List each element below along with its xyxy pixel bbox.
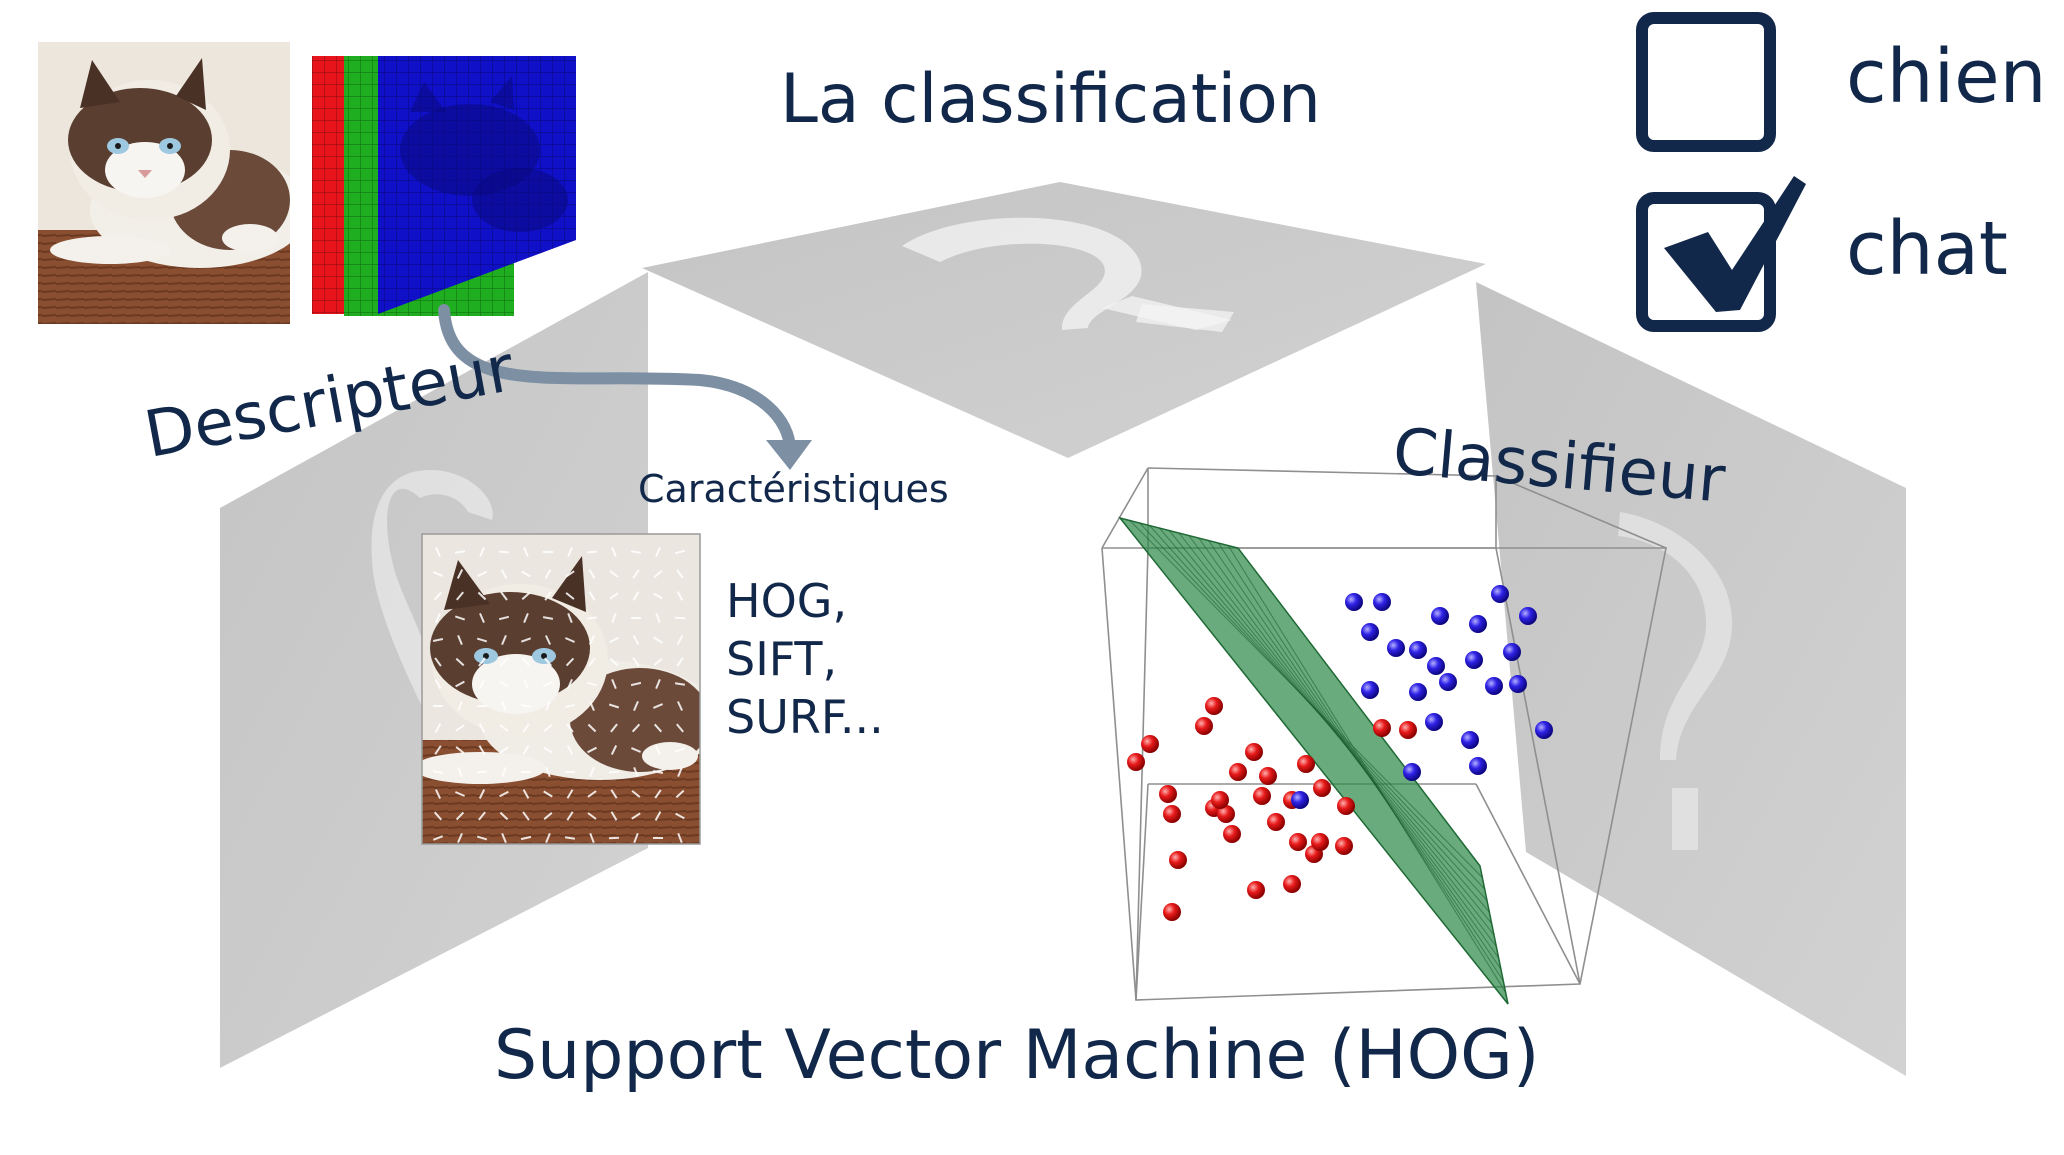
red-class-point bbox=[1267, 813, 1285, 831]
cat-photo bbox=[38, 42, 290, 324]
red-class-point bbox=[1283, 875, 1301, 893]
red-class-point bbox=[1159, 785, 1177, 803]
blue-class-point bbox=[1427, 657, 1445, 675]
blue-class-point bbox=[1425, 713, 1443, 731]
blue-class-point bbox=[1485, 677, 1503, 695]
red-class-point bbox=[1163, 805, 1181, 823]
checkmark-icon bbox=[1664, 176, 1806, 312]
option-label-chat: chat bbox=[1846, 206, 2008, 292]
blue-class-point bbox=[1461, 731, 1479, 749]
blue-class-point bbox=[1535, 721, 1553, 739]
red-class-point bbox=[1217, 805, 1235, 823]
red-class-point bbox=[1313, 779, 1331, 797]
red-class-point bbox=[1169, 851, 1187, 869]
red-class-point bbox=[1211, 791, 1229, 809]
checkbox-chien[interactable] bbox=[1636, 12, 1776, 152]
option-label-chien: chien bbox=[1846, 34, 2047, 120]
question-mark-icon bbox=[1618, 512, 1733, 850]
red-class-point bbox=[1223, 825, 1241, 843]
red-class-point bbox=[1247, 881, 1265, 899]
blue-class-point bbox=[1409, 641, 1427, 659]
method-sift: SIFT, bbox=[726, 632, 838, 686]
question-mark-icon bbox=[371, 470, 493, 720]
red-class-point bbox=[1399, 721, 1417, 739]
blue-class-point bbox=[1387, 639, 1405, 657]
blue-class-point bbox=[1431, 607, 1449, 625]
red-class-point bbox=[1373, 719, 1391, 737]
blue-class-point bbox=[1361, 681, 1379, 699]
methods-list: HOG, SIFT, SURF... bbox=[726, 572, 884, 746]
svm-plot bbox=[1101, 467, 1667, 1005]
rgb-channels bbox=[312, 56, 576, 316]
features-label: Caractéristiques bbox=[638, 467, 949, 511]
hog-cat-image bbox=[422, 534, 700, 844]
blue-class-point bbox=[1465, 651, 1483, 669]
red-class-point bbox=[1127, 753, 1145, 771]
red-class-point bbox=[1141, 735, 1159, 753]
blue-class-point bbox=[1519, 607, 1537, 625]
curved-arrow-icon bbox=[438, 304, 812, 470]
red-class-point bbox=[1245, 743, 1263, 761]
red-class-point bbox=[1289, 833, 1307, 851]
red-class-point bbox=[1195, 717, 1213, 735]
page-title: La classification bbox=[780, 60, 1322, 139]
method-hog: HOG, bbox=[726, 574, 848, 628]
red-class-point bbox=[1297, 755, 1315, 773]
blue-class-point bbox=[1439, 673, 1457, 691]
blue-class-point bbox=[1469, 615, 1487, 633]
red-class-point bbox=[1311, 833, 1329, 851]
red-class-point bbox=[1335, 837, 1353, 855]
red-class-point bbox=[1253, 787, 1271, 805]
red-class-point bbox=[1337, 797, 1355, 815]
blue-class-point bbox=[1291, 791, 1309, 809]
blue-class-point bbox=[1403, 763, 1421, 781]
blue-class-point bbox=[1503, 643, 1521, 661]
blue-class-point bbox=[1409, 683, 1427, 701]
red-class-point bbox=[1229, 763, 1247, 781]
method-surf: SURF... bbox=[726, 690, 884, 744]
blue-class-point bbox=[1469, 757, 1487, 775]
blue-class-point bbox=[1361, 623, 1379, 641]
blue-class-point bbox=[1373, 593, 1391, 611]
question-mark-icon bbox=[902, 217, 1234, 332]
blue-class-point bbox=[1491, 585, 1509, 603]
red-class-point bbox=[1163, 903, 1181, 921]
red-class-point bbox=[1205, 697, 1223, 715]
blue-class-point bbox=[1509, 675, 1527, 693]
bottom-title: Support Vector Machine (HOG) bbox=[494, 1016, 1540, 1095]
blue-class-point bbox=[1345, 593, 1363, 611]
red-class-point bbox=[1259, 767, 1277, 785]
